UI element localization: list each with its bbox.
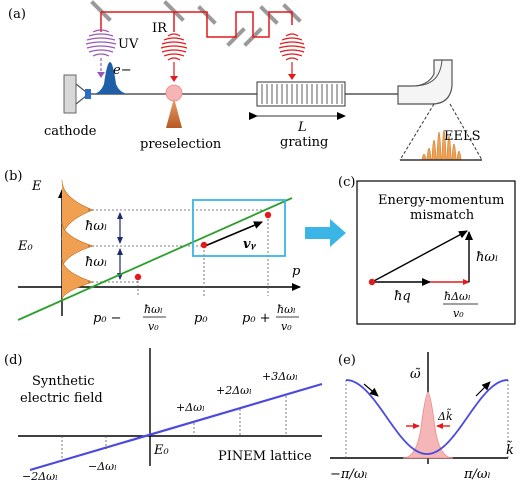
point-upper — [264, 211, 272, 219]
tick-p1: +Δωₗ — [176, 401, 205, 414]
panel-b-e0: E₀ — [17, 239, 33, 254]
panel-e-y-label: ω̃ — [410, 367, 421, 382]
panel-e-label: (e) — [338, 353, 356, 368]
band-curve — [345, 379, 509, 455]
panel-d-title-2: electric field — [20, 391, 103, 406]
grating-label: grating — [280, 135, 328, 150]
panel-b-vg: vᵧ — [243, 237, 257, 252]
panel-e: (e) ω̃ k̃ Δk̃ −π/ωₗ π/ωₗ — [330, 352, 514, 482]
tick-right-num: ħωₗ — [277, 303, 296, 316]
mirror — [163, 0, 185, 22]
tick-mid: p₀ — [194, 311, 208, 326]
point-center — [200, 241, 208, 249]
flow-arrow-right — [475, 381, 491, 397]
point-lower — [134, 273, 142, 281]
panel-c-frac-den: v₀ — [453, 307, 464, 320]
tick-right-den: v₀ — [281, 320, 292, 333]
grating-pulse — [278, 33, 306, 80]
tick-left-num: ħωₗ — [144, 303, 163, 316]
flow-arrow-left — [363, 383, 379, 397]
ir-pulse — [160, 33, 188, 82]
uv-label: UV — [118, 37, 139, 52]
eels-peak — [436, 132, 442, 161]
cathode-assembly — [63, 74, 91, 114]
synthetic-field-line — [29, 382, 323, 472]
tick-p3: +3Δωₗ — [262, 370, 298, 383]
guide-lines — [88, 209, 269, 296]
panel-b-y-label: E — [31, 179, 42, 194]
panel-c-title-1: Energy-momentum — [378, 193, 504, 208]
eels-peak — [426, 147, 432, 161]
eels-peak — [431, 139, 437, 161]
eels-label: EELS — [444, 129, 481, 144]
cathode-label: cathode — [44, 124, 97, 139]
cathode-tip — [85, 89, 91, 99]
zoom-box — [192, 199, 286, 257]
ir-label: IR — [152, 21, 168, 36]
panel-b: (b) E p ħωₗ ħωₗ E₀ — [4, 169, 301, 333]
eels-spectrometer — [397, 59, 483, 161]
tick-left-p: p₀ − — [93, 311, 122, 326]
panel-e-x-label: k̃ — [506, 441, 514, 458]
electron-label: e− — [113, 63, 132, 78]
lattice-guides — [61, 396, 287, 462]
preselection-label: preselection — [140, 137, 222, 152]
panel-e-x-left: −π/ωₗ — [330, 467, 368, 482]
tick-m1: −Δωₗ — [88, 460, 117, 473]
dispersion-line — [17, 197, 293, 321]
panel-c-title-2: mismatch — [410, 208, 475, 223]
grating — [249, 81, 346, 120]
panel-b-hw-lower: ħωₗ — [85, 255, 107, 270]
panel-c-hq: ħq — [394, 289, 411, 304]
vector-origin — [368, 278, 376, 286]
cathode-plate — [63, 74, 77, 114]
panel-e-dk: Δk̃ — [437, 409, 453, 423]
panel-d-lattice: PINEM lattice — [218, 449, 312, 464]
panel-c-frame — [356, 180, 516, 325]
panel-b-label: (b) — [4, 169, 22, 184]
panel-a-label: (a) — [8, 7, 26, 22]
wavepacket — [402, 391, 454, 459]
tick-left-den: v₀ — [148, 320, 159, 333]
panel-c: (c) Energy-momentum mismatch ħωₗ ħq ħΔωₗ… — [338, 175, 516, 325]
electron-packet — [92, 62, 130, 94]
eels-peak — [421, 153, 427, 161]
eels-peak — [441, 129, 447, 161]
panel-c-hw: ħωₗ — [476, 250, 498, 265]
panel-a: (a) UV — [8, 0, 483, 161]
tick-p2: +2Δωₗ — [216, 384, 252, 397]
vector-diagonal — [371, 230, 468, 283]
grating-length-label: L — [297, 120, 307, 135]
panel-b-hw-upper: ħωₗ — [85, 219, 107, 234]
laser-path — [100, 11, 293, 38]
eels-peak — [456, 150, 462, 161]
panel-d: (d) Synthetic electric field PINEM latti… — [4, 348, 323, 483]
panel-c-frac-num: ħΔωₗ — [444, 290, 471, 303]
panel-d-title-1: Synthetic — [32, 374, 95, 389]
vg-arrow — [204, 221, 263, 247]
panel-d-e0: E₀ — [153, 443, 169, 458]
panel-d-label: (d) — [4, 353, 22, 368]
panel-b-x-label: p — [292, 264, 301, 279]
preselection-element — [165, 84, 183, 128]
zoom-arrow — [305, 219, 346, 247]
panel-c-label: (c) — [338, 175, 355, 190]
panel-e-x-right: π/ωₗ — [463, 467, 491, 482]
tick-right-p: p₀ + — [242, 311, 271, 326]
tick-m2: −2Δωₗ — [22, 470, 58, 483]
uv-pulse — [85, 29, 117, 78]
eels-peak — [451, 143, 457, 161]
mirror — [90, 0, 112, 22]
